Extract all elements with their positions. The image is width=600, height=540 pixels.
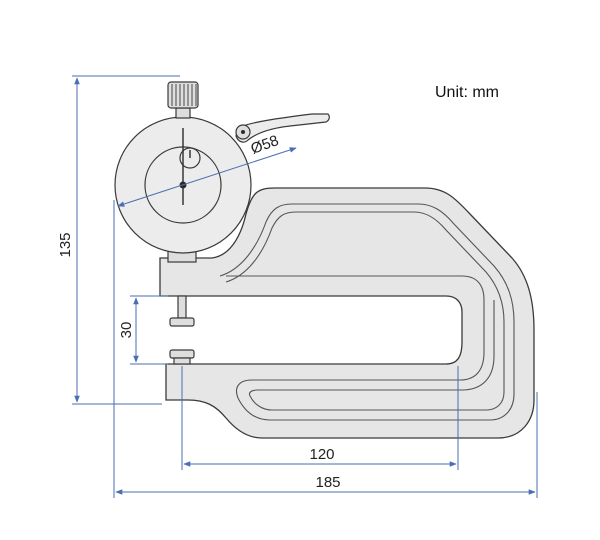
anvil-base	[173, 357, 191, 365]
total-height-label: 135	[57, 232, 74, 257]
knob-knurling	[171, 84, 197, 106]
frame-lower-groove-inner	[248, 300, 505, 411]
dial-diameter-line	[117, 147, 297, 207]
lifting-lever	[235, 113, 330, 143]
total-width-label: 185	[315, 474, 340, 491]
lever-arm	[235, 113, 330, 143]
frame-lower-groove	[226, 275, 515, 421]
frame-upper-groove	[219, 203, 515, 342]
gauge-frame	[159, 187, 535, 439]
measuring-contacts	[169, 295, 195, 365]
upper-contact	[169, 317, 195, 327]
throat-depth-label: 120	[309, 446, 334, 463]
frame-upper-groove-inner	[225, 211, 505, 342]
gap-label: 30	[118, 322, 135, 339]
dial-indicator	[114, 81, 252, 263]
lower-contact	[169, 349, 195, 359]
unit-label: Unit: mm	[435, 84, 499, 101]
dial-stem	[175, 107, 191, 119]
dimension-lines	[72, 75, 538, 498]
spindle	[177, 295, 187, 319]
